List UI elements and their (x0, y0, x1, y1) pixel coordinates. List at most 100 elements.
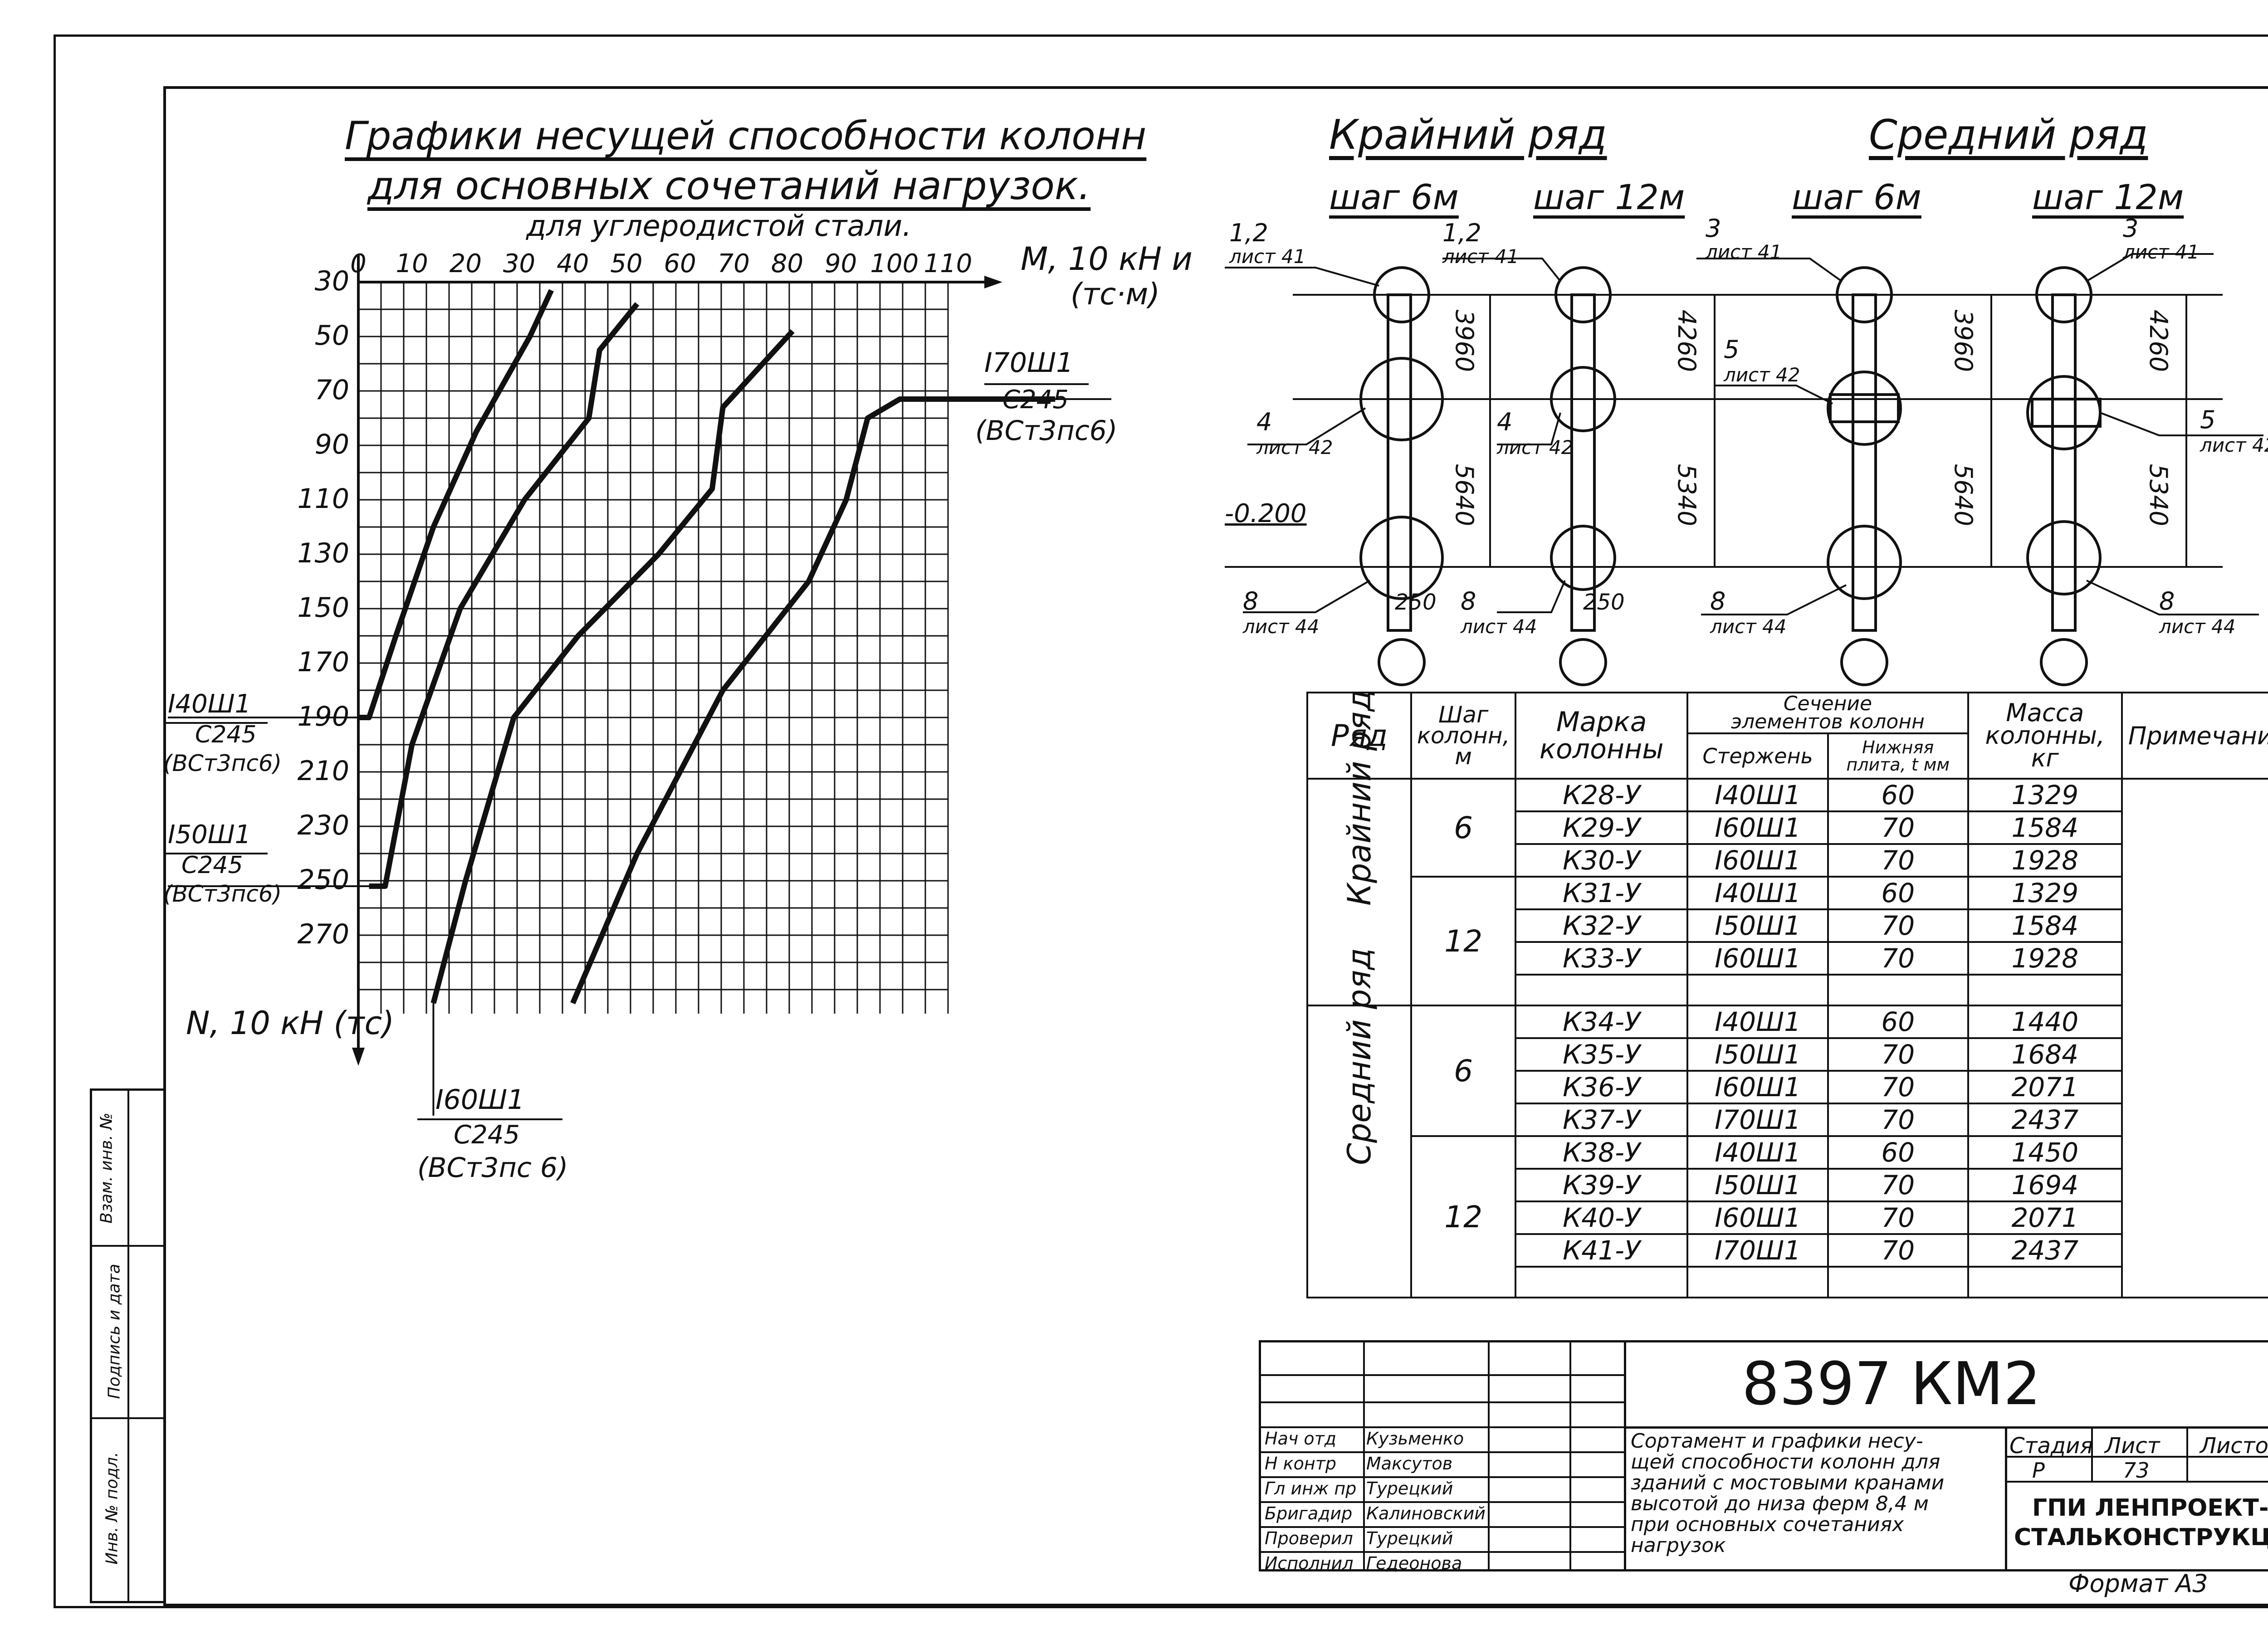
empty-cell (1967, 1266, 2123, 1298)
callout-c1-num: 3 (1706, 214, 1721, 243)
header-outer-row: Крайний ряд (1329, 111, 1607, 159)
inner-frame (163, 86, 2268, 1606)
rod-cell: I50Ш1 (1686, 908, 1829, 943)
description-line-3: зданий с мостовыми кранами (1631, 1471, 1945, 1494)
series-label-i60-grade: (ВСт3пс 6) (417, 1152, 568, 1184)
y-tick-label: 250 (297, 864, 349, 896)
callout-d3-sheet: лист 44 (2159, 615, 2236, 638)
series-line-4 (570, 396, 1056, 1005)
th-mass-2: колонны, (1985, 721, 2105, 750)
callout-c2-sheet: лист 42 (1724, 364, 1800, 386)
series-label-i50-steel: С245 (181, 852, 243, 879)
stage-value: Р (2032, 1458, 2045, 1483)
rod-cell: I60Ш1 (1686, 941, 1829, 976)
y-tick-label: 30 (315, 265, 349, 297)
th-plate-1: Нижняя (1862, 737, 1934, 757)
callout-c3-sheet: лист 44 (1710, 615, 1787, 638)
callout-d2-sheet: лист 42 (2200, 434, 2268, 456)
th-step-1: Шаг (1438, 702, 1489, 728)
x-tick-label: 20 (450, 249, 482, 278)
signature-name: Максутов (1366, 1454, 1453, 1474)
x-tick-label: 50 (610, 249, 642, 278)
y-axis-arrow (352, 1048, 365, 1066)
mass-cell: 2071 (1967, 1070, 2123, 1104)
y-tick-label: 150 (297, 592, 349, 624)
series-label-i50-grade: (ВСт3пс6) (163, 881, 282, 907)
callout-b1-sheet: лист 41 (1442, 245, 1519, 268)
signature-role: Гл инж пр (1265, 1479, 1357, 1498)
mass-cell: 2071 (1967, 1200, 2123, 1235)
outer-frame (54, 34, 2268, 1608)
series-label-i40-steel: С245 (195, 721, 257, 748)
empty-cell (1827, 1266, 1969, 1298)
signature-role: Бригадир (1265, 1503, 1353, 1523)
mark-cell: К37-У (1515, 1103, 1689, 1137)
graph-title-2: для основных сочетаний нагрузок. (367, 163, 1091, 209)
mass-cell: 1450 (1967, 1135, 2123, 1170)
mark-cell: К30-У (1515, 843, 1689, 878)
rod-cell: I40Ш1 (1686, 1135, 1829, 1170)
mass-cell: 1440 (1967, 1005, 2123, 1039)
rod-cell: I60Ш1 (1686, 810, 1829, 845)
callout-a1-num: 1,2 (1229, 219, 1268, 247)
y-tick-label: 70 (315, 374, 349, 406)
table-row-empty (1307, 974, 2268, 1006)
empty-cell (1515, 974, 1689, 1006)
series-label-i70-steel: С245 (1002, 385, 1069, 415)
x-tick-label: 80 (771, 249, 803, 278)
mass-cell: 1684 (1967, 1037, 2123, 1072)
rod-cell: I70Ш1 (1686, 1233, 1829, 1268)
x-tick-label: 70 (718, 249, 750, 278)
mark-cell: К38-У (1515, 1135, 1689, 1170)
plate-width-a: 250 (1395, 590, 1437, 615)
callout-d1-num: 3 (2123, 214, 2139, 243)
dim-a-bottom: 5640 (1450, 464, 1479, 527)
dim-d-top: 4260 (2144, 309, 2173, 372)
mass-cell: 1329 (1967, 778, 2123, 812)
dim-b-top: 4260 (1672, 309, 1701, 372)
description-line-4: высотой до низа ферм 8,4 м (1631, 1492, 1929, 1515)
th-mark-1: Марка (1556, 706, 1647, 738)
x-axis-arrow (984, 276, 1002, 288)
mark-cell: К40-У (1515, 1200, 1689, 1235)
rod-cell: I40Ш1 (1686, 1005, 1829, 1039)
callout-c3-num: 8 (1710, 587, 1726, 615)
dim-c-top: 3960 (1949, 309, 1978, 372)
plate-cell: 70 (1827, 1233, 1969, 1268)
th-mass-3: кг (2031, 744, 2059, 772)
mark-cell: К33-У (1515, 941, 1689, 976)
mark-cell: К35-У (1515, 1037, 1689, 1072)
rod-cell: I40Ш1 (1686, 778, 1829, 812)
callout-b2-num: 4 (1497, 408, 1513, 436)
callout-a3-sheet: лист 44 (1243, 615, 1320, 638)
plate-cell: 60 (1827, 1135, 1969, 1170)
graph-title-3: для углеродистой стали. (526, 210, 912, 243)
mass-cell: 1694 (1967, 1168, 2123, 1202)
y-tick-label: 230 (297, 810, 349, 841)
signature-name: Турецкий (1366, 1479, 1453, 1498)
plate-width-b: 250 (1583, 590, 1625, 615)
org-line-1: ГПИ ЛЕНПРОЕКТ- (2032, 1494, 2268, 1522)
mark-cell: К28-У (1515, 778, 1689, 812)
rod-cell: I40Ш1 (1686, 876, 1829, 910)
callout-a2-sheet: лист 42 (1256, 436, 1333, 459)
series-label-i50-profile: I50Ш1 (168, 820, 251, 849)
th-mass-1: Масса (2006, 698, 2084, 727)
empty-cell (1967, 974, 2123, 1006)
mark-cell: К34-У (1515, 1005, 1689, 1039)
